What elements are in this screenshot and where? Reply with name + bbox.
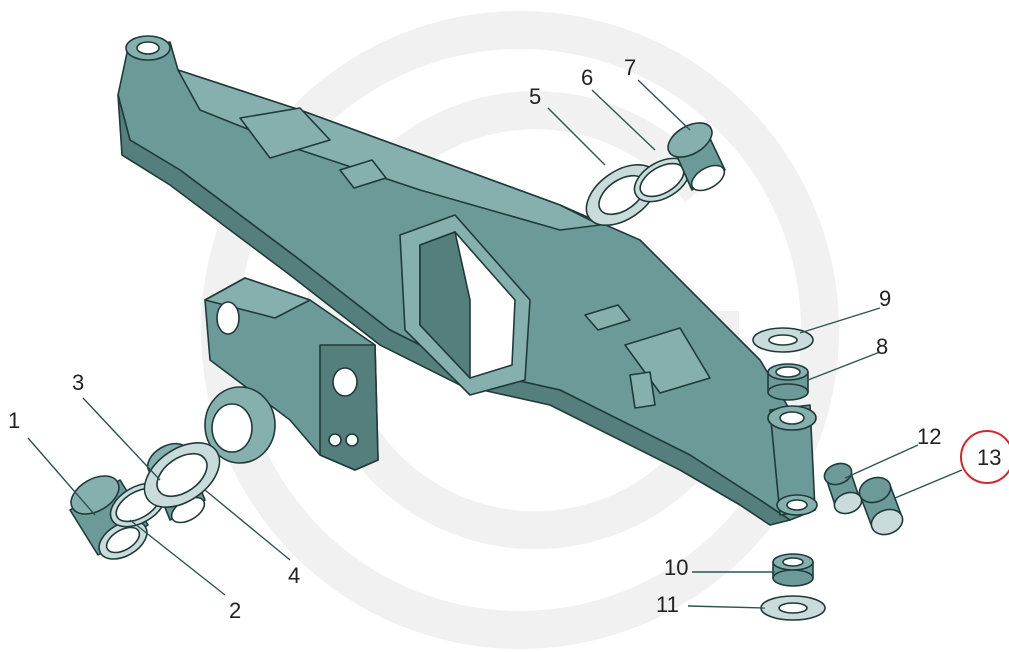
part-4-thrust-washer — [143, 442, 221, 508]
callout-6: 6 — [581, 65, 594, 90]
callout-10: 10 — [664, 555, 689, 580]
callout-8: 8 — [876, 334, 889, 359]
part-8-bushing — [767, 363, 809, 401]
callout-1: 1 — [8, 408, 21, 433]
callout-3: 3 — [72, 370, 85, 395]
leader-lines — [27, 79, 963, 609]
callout-2: 2 — [229, 598, 242, 623]
callout-12: 12 — [917, 424, 942, 449]
part-13-bushing — [858, 476, 904, 536]
callout-7: 7 — [624, 55, 637, 80]
part-7-bushing — [667, 122, 726, 192]
part-11-washer — [760, 595, 826, 621]
callout-4: 4 — [288, 563, 301, 588]
part-6-snap-ring — [633, 157, 691, 203]
axle-housing — [117, 35, 818, 526]
part-10-bushing — [772, 553, 814, 587]
callout-11: 11 — [656, 592, 679, 617]
callout-5: 5 — [529, 84, 542, 109]
part-9-washer — [752, 327, 814, 353]
callout-9: 9 — [879, 286, 892, 311]
part-12-bushing — [823, 462, 863, 515]
highlight-circle-13 — [960, 430, 1009, 484]
steering-knuckle — [204, 277, 379, 471]
